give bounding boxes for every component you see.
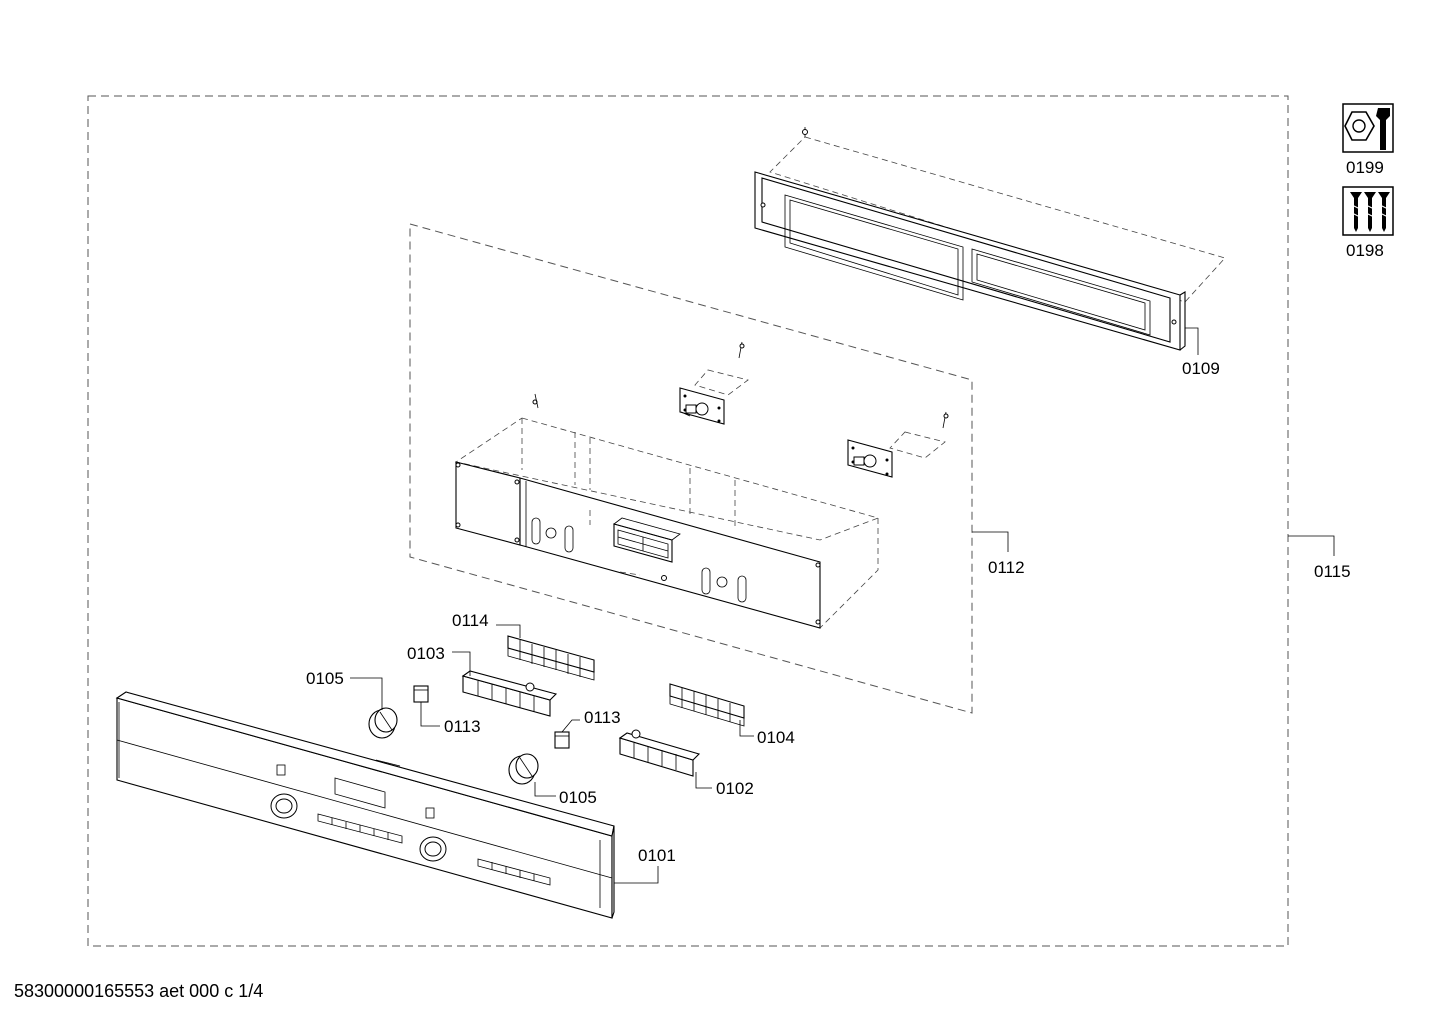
part-0109-rear-frame bbox=[754, 127, 1226, 351]
leader-0112 bbox=[972, 531, 1009, 552]
leader-0103 bbox=[452, 651, 471, 676]
part-0105-knob-lower bbox=[508, 753, 539, 785]
leader-0105-upper bbox=[350, 677, 383, 710]
drawing-reference-footer: 58300000165553 aet 000 c 1/4 bbox=[14, 981, 264, 1001]
nut-and-wrench-icon bbox=[1342, 103, 1394, 153]
label-0115: 0115 bbox=[1314, 562, 1351, 581]
label-0199: 0199 bbox=[1346, 158, 1384, 177]
label-0112: 0112 bbox=[988, 558, 1025, 577]
leader-0109 bbox=[1185, 327, 1199, 355]
part-0114-button-rail bbox=[507, 635, 595, 681]
leader-0104 bbox=[739, 720, 754, 737]
screws-icon bbox=[1342, 186, 1394, 236]
subassembly-boundary-0112 bbox=[409, 223, 973, 714]
label-0113-upper: 0113 bbox=[444, 717, 481, 736]
label-0103: 0103 bbox=[407, 644, 445, 663]
label-0114: 0114 bbox=[452, 611, 489, 630]
assembly-boundary-0115 bbox=[87, 95, 1289, 947]
leader-0102 bbox=[695, 772, 712, 789]
label-0198: 0198 bbox=[1346, 241, 1384, 260]
leader-0105-lower bbox=[534, 782, 556, 797]
label-0102: 0102 bbox=[716, 779, 754, 798]
leader-0113-lower bbox=[561, 719, 580, 733]
label-0101: 0101 bbox=[638, 846, 676, 865]
part-0104-button-rail bbox=[669, 683, 745, 727]
encoder-bracket-lower bbox=[847, 411, 949, 478]
leader-0113-upper bbox=[420, 702, 440, 727]
part-0103-button-block bbox=[461, 670, 558, 717]
label-0109: 0109 bbox=[1182, 359, 1220, 378]
leader-0101 bbox=[614, 866, 659, 884]
part-0105-knob-upper bbox=[368, 707, 398, 739]
control-module-housing bbox=[454, 393, 880, 629]
label-0105-lower: 0105 bbox=[559, 788, 597, 807]
part-0113-clip-upper bbox=[413, 685, 429, 703]
leader-0115 bbox=[1288, 535, 1335, 556]
part-0113-clip-lower bbox=[554, 731, 570, 749]
encoder-bracket-upper bbox=[679, 341, 749, 425]
label-0113-lower: 0113 bbox=[584, 708, 621, 727]
label-0105-upper: 0105 bbox=[306, 669, 344, 688]
part-0102-button-block bbox=[618, 729, 701, 777]
label-0104: 0104 bbox=[757, 728, 795, 747]
part-0101-front-panel bbox=[115, 691, 615, 919]
leader-0114 bbox=[496, 624, 521, 638]
